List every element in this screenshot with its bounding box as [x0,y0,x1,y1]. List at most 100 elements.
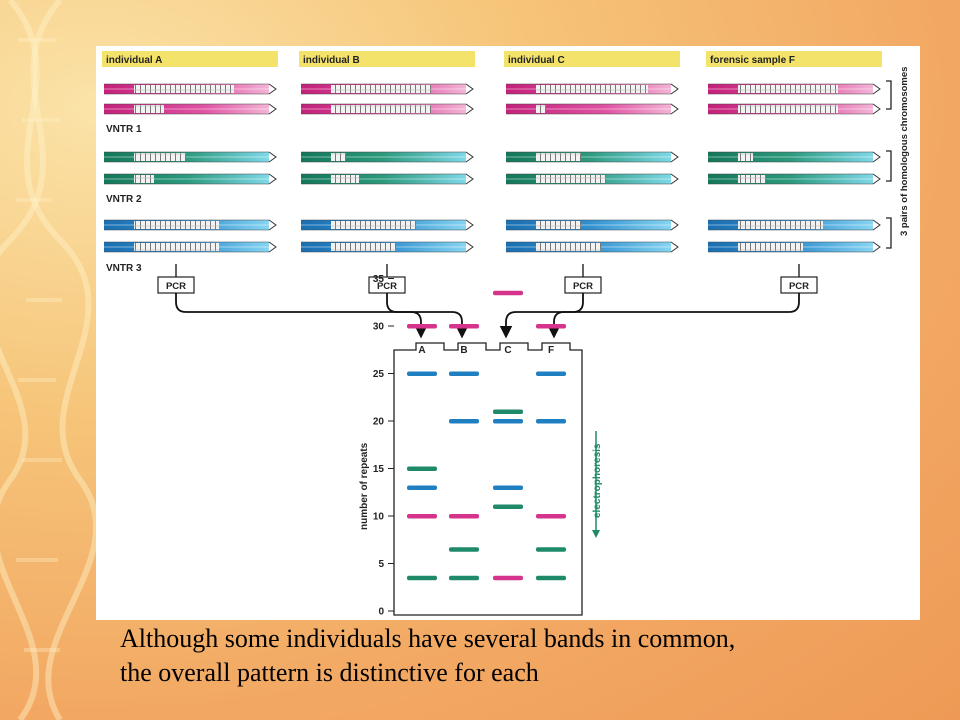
individual-c-label: individual C [508,55,565,66]
electrophoresis-label: electrophoresis [592,443,603,518]
band-b-vntr2-6.5 [449,547,479,552]
y-axis-label: number of repeats [359,442,370,530]
band-c-vntr3-20 [493,419,523,424]
header-bar-a [102,51,278,67]
y-tick-label: 35 [373,274,385,285]
chromosome-a-vntr1-1 [104,83,277,95]
y-tick-label: 10 [373,512,385,523]
chromosome-c-vntr1-1 [506,83,679,95]
band-c-vntr3-13 [493,485,523,490]
individual-a-label: individual A [106,55,162,66]
band-f-vntr2-6.5 [536,547,566,552]
arrow-b [386,293,469,339]
band-b-vntr1-30 [449,324,479,329]
gel: A B C F 35 30 25 20 15 10 5 0 number of repeats… [359,274,603,618]
band-b-vntr2-3.5 [449,575,479,581]
chromosome-c-vntr2-2 [506,173,679,185]
caption: Although some individuals have several b… [120,622,920,690]
y-tick-label: 20 [373,417,385,428]
side-label: 3 pairs of homologous chromosomes [899,67,910,236]
chromosome-a-vntr3-2 [104,241,277,253]
chromosome-b-vntr1-1 [301,83,474,95]
chromosome-c-vntr3-2 [506,241,679,253]
pcr-label-f: PCR [789,281,809,292]
pcr-label-b: PCR [377,281,397,292]
band-b-vntr3-25 [449,371,479,376]
chromosome-a-vntr3-1 [104,219,277,231]
caption-line-2: the overall pattern is distinctive for e… [120,658,539,687]
chromosome-f-vntr2-2 [708,173,881,185]
band-f-vntr3-20 [536,419,566,424]
chromosome-b-vntr3-1 [301,219,474,231]
chromosome-f-vntr1-2 [708,103,881,115]
y-tick-label: 5 [378,559,384,570]
vntr-1-label: VNTR 1 [106,124,142,135]
band-c-vntr1-33.5 [493,290,523,296]
header-bar-c [504,51,680,67]
chromosome-b-vntr1-2 [301,103,474,115]
vntr-3-label: VNTR 3 [106,263,142,274]
header-bar-f [706,51,882,67]
chromosome-pairs [104,83,881,253]
band-f-vntr3-25 [536,371,566,376]
chromosome-a-vntr2-2 [104,173,277,185]
header-bar-b [299,51,475,67]
arrow-f [547,293,800,339]
pair-brackets [886,80,892,249]
chromosome-b-vntr3-2 [301,241,474,253]
chromosome-f-vntr3-2 [708,241,881,253]
chromosome-c-vntr2-1 [506,151,679,163]
figure-panel: individual A individual B individual C f… [96,46,920,620]
arrow-a [175,293,428,339]
bracket-vntr-1 [886,80,892,110]
electrophoresis-arrow-head [592,530,600,538]
band-a-vntr1-30 [407,324,437,329]
chromosome-f-vntr1-1 [708,83,881,95]
band-c-vntr2-11 [493,504,523,509]
band-c-vntr2-21 [493,409,523,414]
band-a-vntr3-13 [407,485,437,490]
y-tick-label: 30 [373,322,385,333]
y-tick-label: 15 [373,464,385,475]
band-f-vntr1-30 [536,324,566,329]
chromosome-f-vntr2-1 [708,151,881,163]
arrow-c [499,293,584,339]
header-bars: individual A individual B individual C f… [102,51,882,67]
pcr-label-c: PCR [573,281,593,292]
y-tick-label: 25 [373,369,385,380]
lane-label-c: C [504,345,511,356]
chromosome-c-vntr1-2 [506,103,679,115]
band-b-vntr1-10 [449,514,479,519]
band-a-vntr3-25 [407,371,437,376]
bracket-vntr-2 [886,150,892,182]
chromosome-b-vntr2-1 [301,151,474,163]
chromosome-c-vntr3-1 [506,219,679,231]
lane-label-b: B [460,345,467,356]
band-b-vntr3-20 [449,419,479,424]
band-a-vntr1-10 [407,514,437,519]
vntr-figure: individual A individual B individual C f… [102,51,910,618]
gel-outline [393,342,583,616]
band-f-vntr1-10 [536,514,566,519]
chromosome-b-vntr2-2 [301,173,474,185]
chromosome-a-vntr1-2 [104,103,277,115]
pcr-label-a: PCR [166,281,186,292]
y-tick-label: 0 [378,607,384,618]
gel-bands [407,290,566,581]
pcr-steps: PCR PCR PCR PCR [157,264,818,339]
individual-b-label: individual B [303,55,360,66]
lane-label-f: F [548,345,554,356]
band-f-vntr2-3.5 [536,575,566,581]
forensic-sample-label: forensic sample F [710,55,795,66]
band-c-vntr1-3.5 [493,575,523,581]
gel-y-axis: 35 30 25 20 15 10 5 0 [373,274,394,618]
chromosome-f-vntr3-1 [708,219,881,231]
vntr-2-label: VNTR 2 [106,194,142,205]
bracket-vntr-3 [886,217,892,249]
band-a-vntr2-3.5 [407,575,437,581]
band-a-vntr2-15 [407,466,437,471]
caption-line-1: Although some individuals have several b… [120,624,736,653]
chromosome-a-vntr2-1 [104,151,277,163]
lane-label-a: A [418,345,425,356]
